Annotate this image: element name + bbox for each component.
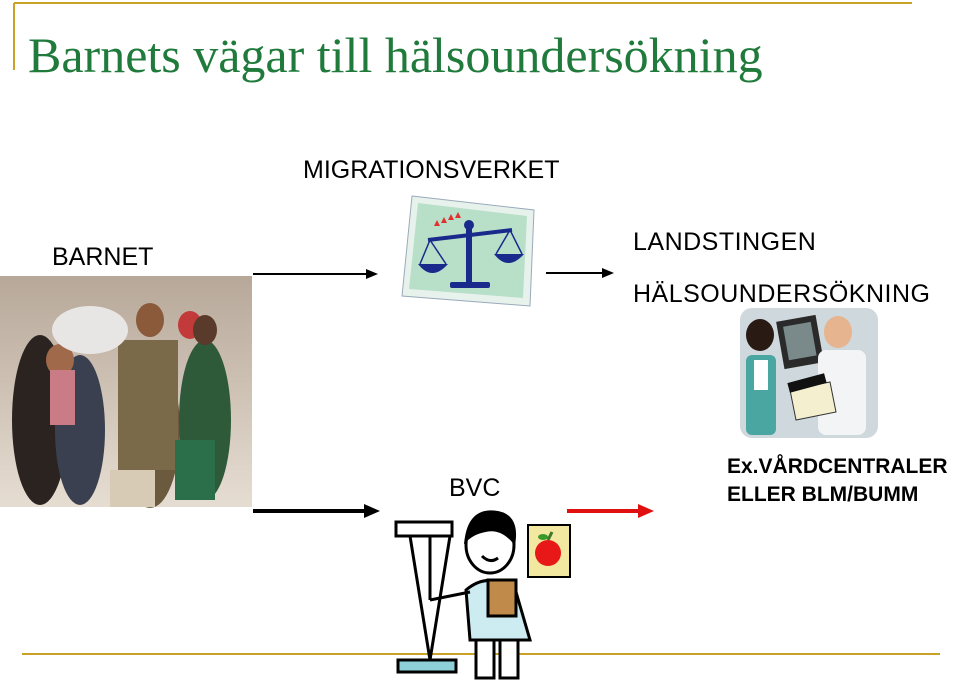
vardcentraler-label-line2: ELLER BLM/BUMM xyxy=(727,483,919,506)
nurse-with-scale-icon xyxy=(394,510,532,680)
arrow-barnet-to-migration xyxy=(253,269,378,279)
refugee-family-photo xyxy=(0,276,252,508)
landstingen-label: LANDSTINGEN xyxy=(633,228,817,256)
migrationsverket-label: MIGRATIONSVERKET xyxy=(303,156,560,184)
arrow-bvc-to-vardcentraler xyxy=(567,504,654,518)
decorative-top-line xyxy=(13,2,912,70)
page-title: Barnets vägar till hälsoundersökning xyxy=(28,27,763,83)
scales-of-justice-icon xyxy=(401,195,535,307)
barnet-label: BARNET xyxy=(52,243,154,271)
bvc-label: BVC xyxy=(449,474,501,502)
doctors-xray-icon xyxy=(740,308,878,438)
vardcentraler-label-line1: Ex.VÅRDCENTRALER xyxy=(727,455,948,478)
arrow-migration-to-landstingen xyxy=(546,268,614,278)
arrow-barnet-to-bvc xyxy=(253,504,380,518)
apple-chart-icon xyxy=(527,524,571,578)
halsoundersokning-label: HÄLSOUNDERSÖKNING xyxy=(633,280,931,308)
